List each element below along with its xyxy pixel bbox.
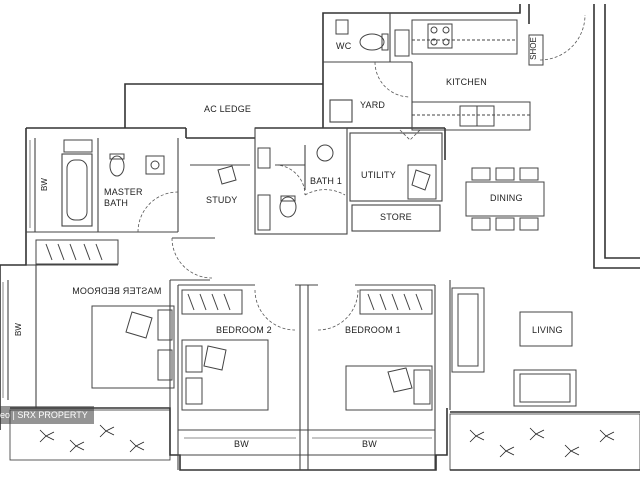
bath1-fixtures — [257, 144, 334, 231]
room-label-bw-master: BW — [39, 178, 49, 191]
living-furniture — [451, 287, 577, 407]
exterior-walls — [0, 4, 640, 471]
utility-fixtures — [217, 164, 437, 200]
room-label-master-bath-1: MASTER — [104, 187, 143, 197]
watermark: eo | SRX PROPERTY — [0, 406, 94, 424]
room-label-living: LIVING — [532, 325, 563, 335]
room-label-ac-ledge: AC LEDGE — [204, 104, 252, 114]
dining-table — [465, 167, 545, 231]
wc-fixtures — [335, 19, 410, 57]
room-label-store: STORE — [380, 212, 412, 222]
wardrobes — [35, 239, 433, 315]
room-label-dining: DINING — [490, 193, 523, 203]
master-bath-fixtures — [63, 139, 165, 221]
room-label-bedroom2: BEDROOM 2 — [216, 325, 272, 335]
room-label-master-bath-2: BATH — [104, 198, 129, 208]
room-label-bw-bottom-right: BW — [362, 439, 377, 449]
room-label-bw-bottom-left: BW — [234, 439, 249, 449]
planters — [9, 409, 640, 471]
beds — [91, 305, 433, 411]
room-label-bw-left: BW — [13, 323, 23, 336]
kitchen-fixtures — [411, 19, 544, 131]
room-label-kitchen: KITCHEN — [446, 77, 487, 87]
room-label-study: STUDY — [206, 195, 238, 205]
room-label-bath1: BATH 1 — [310, 176, 343, 186]
interior-walls — [7, 13, 451, 470]
door-swings — [137, 14, 586, 331]
room-label-master-bedroom: MASTER BEDROOM — [72, 286, 162, 296]
room-label-wc: WC — [336, 41, 352, 51]
windows — [2, 140, 432, 439]
room-label-bedroom1: BEDROOM 1 — [345, 325, 401, 335]
room-label-utility: UTILITY — [361, 170, 396, 180]
room-label-shoe: SHOE — [528, 37, 538, 60]
room-label-yard: YARD — [360, 100, 386, 110]
